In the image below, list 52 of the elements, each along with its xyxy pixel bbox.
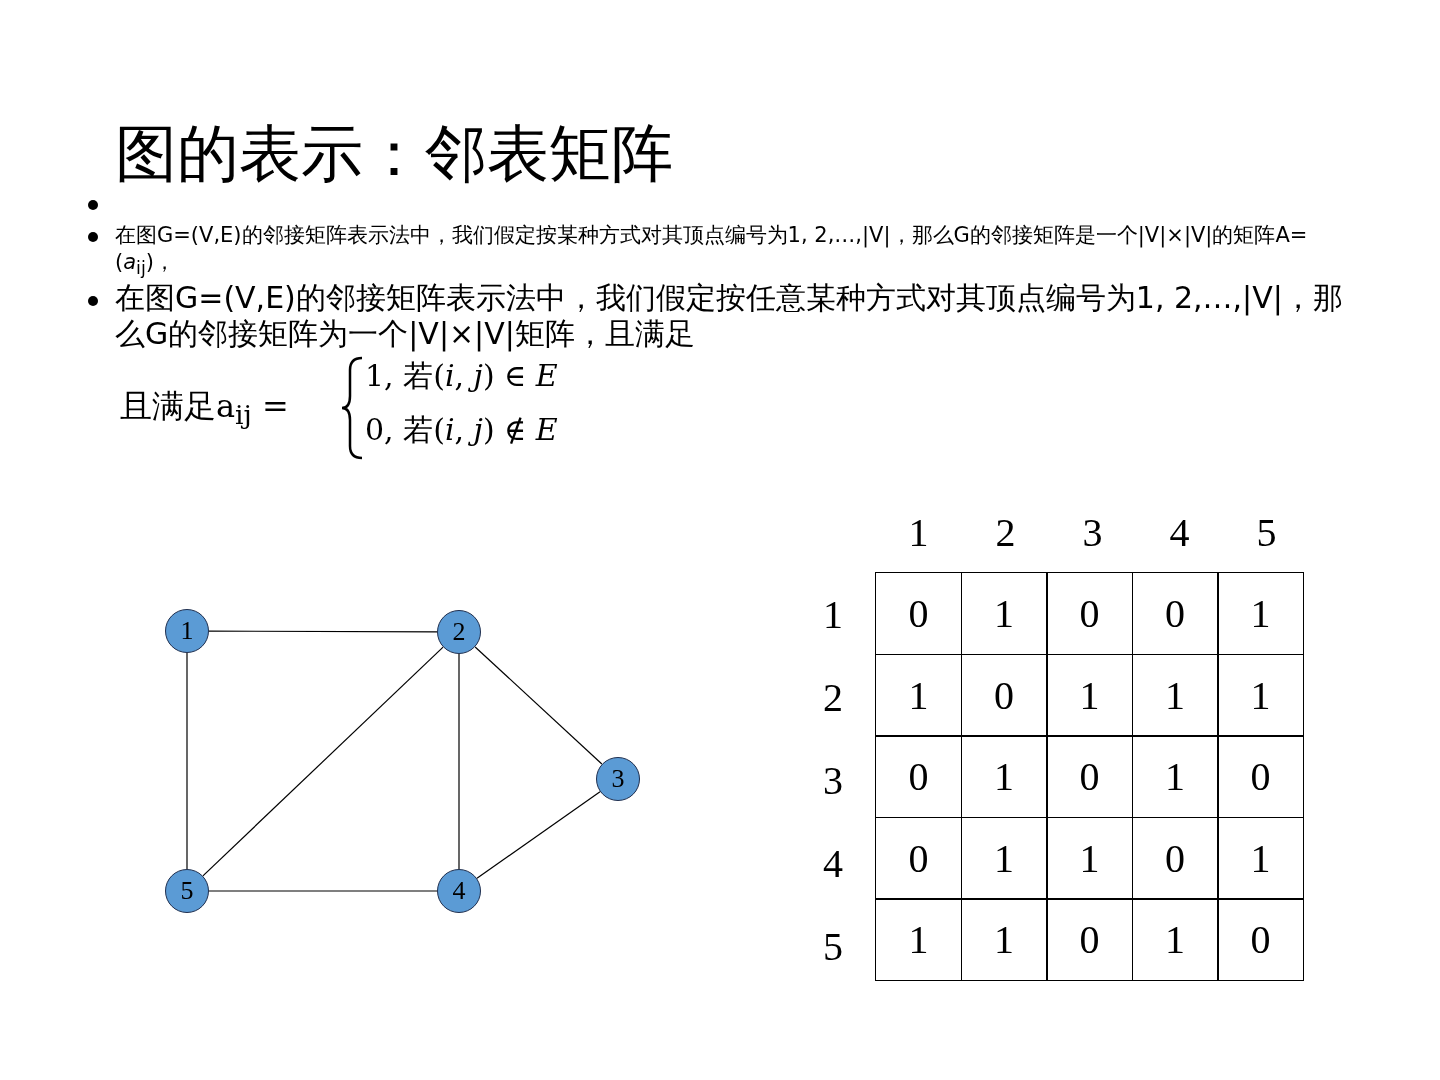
table-cell: 0 [875,735,962,818]
table-cell: 0 [1131,816,1219,900]
edge-line [208,890,438,892]
table-cell: 1 [1046,653,1133,737]
table-cell: 0 [960,653,1048,737]
vertex-circle: 2 [437,610,481,654]
edge-line [474,646,603,765]
column-header: 3 [1081,508,1104,557]
table-cell: 1 [1131,735,1219,818]
formula-case: 1, 若(i, j) ∈ E [365,357,558,395]
edge-line [208,630,438,633]
row-header: 4 [822,839,844,888]
table-cell: 1 [875,653,962,737]
table-cell: 1 [960,898,1048,981]
table-cell: 0 [1131,572,1219,655]
table-cell: 1 [960,572,1048,655]
table-cell: 1 [1046,816,1133,900]
row-header: 3 [822,756,844,805]
table-cell: 0 [1046,898,1133,981]
vertex-circle: 5 [165,869,209,913]
edge-line [186,652,188,870]
row-header: 5 [822,922,844,971]
table-cell: 1 [960,735,1048,818]
column-header: 2 [994,508,1017,557]
row-header: 1 [822,590,844,639]
column-header: 1 [907,508,930,557]
table-cell: 0 [1217,735,1304,818]
vertex-circle: 3 [596,757,640,801]
formula-case: 0, 若(i, j) ∉ E [365,411,558,449]
table-cell: 0 [1217,898,1304,981]
edge-line [458,653,460,870]
table-cell: 0 [1046,735,1133,818]
table-cell: 1 [1217,816,1304,900]
table-cell: 1 [1131,653,1219,737]
table-cell: 1 [960,816,1048,900]
paragraph: 在图G=(V,E)的邻接矩阵表示法中，我们假定按某种方式对其顶点编号为1, 2,…,|V|，那么G的邻接矩阵是一个|V|×|V|的矩阵A=(a$_{ij}$)， [115,222,1309,281]
column-header: 5 [1255,508,1278,557]
vertex-circle: 4 [437,869,481,913]
row-header: 2 [822,673,844,722]
vertex-circle: 1 [165,609,209,653]
table-cell: 0 [875,572,962,655]
table-cell: 1 [1217,572,1304,655]
table-cell: 1 [1131,898,1219,981]
slide-title: 图的表示：邻表矩阵 [115,116,673,192]
edge-line [202,646,444,877]
table-cell: 1 [1217,653,1304,737]
table-cell: 0 [1046,572,1133,655]
edge-line [476,791,601,879]
column-header: 4 [1168,508,1191,557]
table-cell: 1 [875,898,962,981]
formula-text: 且满足a$_{ij}$ = [120,386,289,431]
table-cell: 0 [875,816,962,900]
